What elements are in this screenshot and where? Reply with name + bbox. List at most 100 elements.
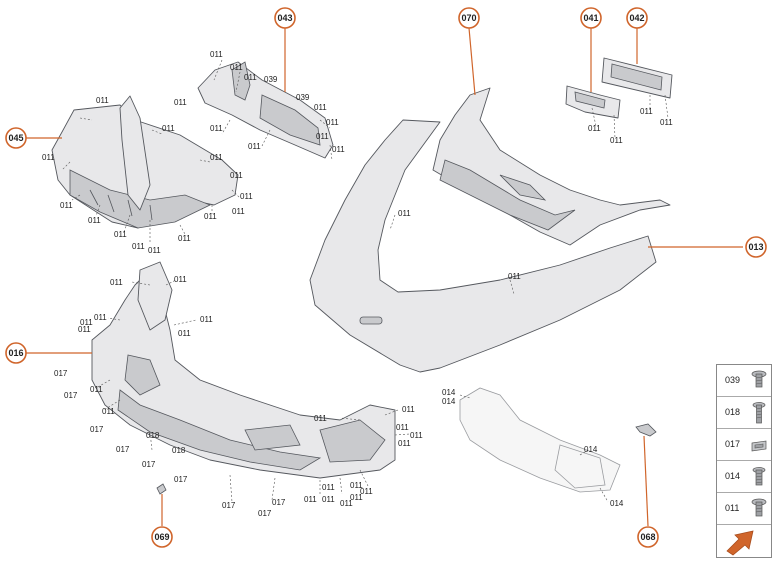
fastener-label: 011 — [326, 118, 339, 127]
fastener-label: 011 — [350, 493, 363, 502]
fastener-label: 011 — [244, 73, 257, 82]
fastener-label: 011 — [360, 487, 373, 496]
fastener-label: 017 — [272, 498, 286, 507]
callout-041: 041 — [580, 7, 602, 29]
fastener-label: 011 — [132, 242, 145, 251]
fastener-label: 011 — [350, 481, 363, 490]
legend-code: 039 — [725, 375, 741, 385]
fastener-label: 017 — [258, 509, 272, 518]
fastener-label: 011 — [610, 136, 623, 145]
fastener-label: 017 — [90, 425, 104, 434]
fastener-label: 039 — [264, 75, 278, 84]
long-screw-icon — [752, 402, 766, 424]
svg-text:045: 045 — [8, 133, 23, 143]
fastener-label: 017 — [54, 369, 68, 378]
fastener-label: 014 — [610, 499, 624, 508]
fastener-label: 011 — [174, 98, 187, 107]
part-069-plug — [156, 483, 167, 495]
part-041-bracket — [565, 85, 621, 119]
screw-icon — [751, 370, 767, 388]
fastener-label: 011 — [174, 275, 187, 284]
fastener-label: 011 — [640, 107, 653, 116]
fastener-label: 011 — [96, 96, 109, 105]
fastener-label: 011 — [148, 246, 161, 255]
fastener-label: 017 — [174, 475, 188, 484]
fastener-label: 017 — [64, 391, 78, 400]
fastener-label: 011 — [240, 192, 253, 201]
fastener-label: 011 — [110, 278, 123, 287]
callout-069: 069 — [151, 526, 173, 548]
part-042-bracket — [601, 57, 673, 99]
fastener-label: 011 — [230, 63, 243, 72]
svg-text:041: 041 — [583, 13, 598, 23]
fastener-label: 011 — [398, 439, 411, 448]
fastener-label: 011 — [204, 212, 217, 221]
forward-arrow-icon — [726, 530, 754, 556]
fastener-label: 014 — [442, 388, 456, 397]
fastener-label: 011 — [332, 145, 345, 154]
svg-text:013: 013 — [748, 242, 763, 252]
fastener-label: 011 — [314, 414, 327, 423]
fastener-label: 011 — [78, 325, 91, 334]
fastener-label: 011 — [114, 230, 127, 239]
fastener-label: 011 — [178, 234, 191, 243]
callout-016: 016 — [5, 342, 27, 364]
fastener-label: 011 — [200, 315, 213, 324]
fastener-label: 011 — [314, 103, 327, 112]
fastener-label: 011 — [94, 313, 107, 322]
fastener-label: 039 — [296, 93, 310, 102]
callout-068: 068 — [637, 526, 659, 548]
fastener-label: 011 — [102, 407, 115, 416]
fastener-labels: 011 011 011 039 039 011 011 011 011 011 … — [42, 50, 673, 518]
callout-045: 045 — [5, 127, 27, 149]
callout-013: 013 — [745, 236, 767, 258]
screw-icon — [751, 498, 767, 517]
fastener-label: 018 — [146, 431, 160, 440]
fastener-label: 011 — [88, 216, 101, 225]
legend-code: 018 — [725, 407, 741, 417]
fastener-label: 011 — [402, 405, 415, 414]
callout-leaders — [25, 27, 743, 527]
fastener-label: 017 — [116, 445, 130, 454]
part-068-clip — [635, 423, 657, 437]
fastener-label: 011 — [660, 118, 673, 127]
fastener-label: 011 — [42, 153, 55, 162]
fastener-label: 011 — [322, 495, 335, 504]
fastener-label: 011 — [232, 207, 245, 216]
fastener-legend: 039 018 017 014 011 — [716, 364, 772, 558]
legend-row-018: 018 — [717, 397, 771, 429]
legend-code: 017 — [725, 439, 741, 449]
fastener-label: 011 — [162, 124, 175, 133]
callout-070: 070 — [458, 7, 480, 29]
fastener-label: 011 — [508, 272, 521, 281]
fastener-leaders — [61, 59, 669, 503]
svg-text:070: 070 — [461, 13, 476, 23]
fastener-label: 011 — [80, 318, 93, 327]
fastener-label: 011 — [588, 124, 601, 133]
fastener-label: 011 — [210, 153, 223, 162]
fastener-label: 011 — [248, 142, 261, 151]
legend-row-011: 011 — [717, 493, 771, 525]
fastener-label: 011 — [316, 132, 329, 141]
legend-arrow-cell — [717, 525, 771, 557]
fastener-label: 011 — [304, 495, 317, 504]
callout-042: 042 — [626, 7, 648, 29]
fastener-label: 011 — [396, 423, 409, 432]
legend-row-014: 014 — [717, 461, 771, 493]
svg-text:042: 042 — [629, 13, 644, 23]
part-014-ghost-duct — [459, 387, 621, 493]
clip-nut-icon — [751, 440, 767, 452]
fastener-label: 011 — [60, 201, 73, 210]
part-045-left-duct — [51, 95, 239, 229]
fastener-label: 018 — [172, 446, 186, 455]
part-070-013-center-panel — [309, 87, 671, 373]
part-043-upper-duct — [197, 61, 334, 159]
fastener-label: 011 — [322, 483, 335, 492]
svg-text:016: 016 — [8, 348, 23, 358]
part-016-lower-splitter — [91, 261, 396, 479]
fastener-label: 017 — [142, 460, 156, 469]
fastener-label: 011 — [410, 431, 423, 440]
legend-row-039: 039 — [717, 365, 771, 397]
fastener-label: 011 — [178, 329, 191, 338]
